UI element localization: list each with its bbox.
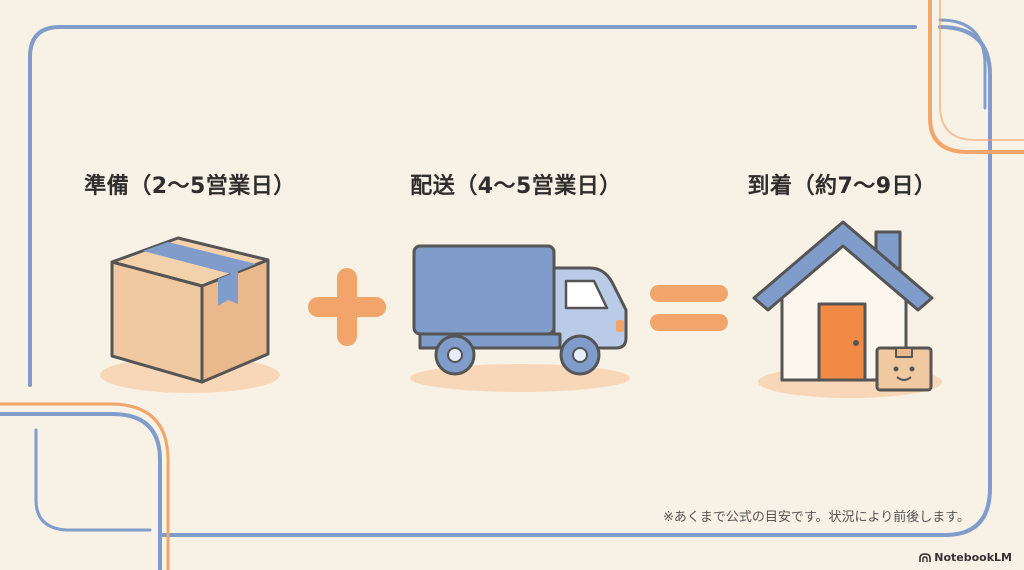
- frame-corner-orange-bottomleft: [0, 402, 170, 570]
- plus-icon: [308, 268, 386, 346]
- frame-right-line: [158, 25, 992, 537]
- box-icon: [100, 236, 280, 393]
- truck-cargo: [412, 244, 556, 336]
- house-icon: [752, 220, 942, 398]
- house-door-knob: [853, 340, 859, 346]
- box-tape-side: [218, 271, 238, 306]
- notebooklm-logo-icon: [919, 552, 932, 562]
- footnote: ※あくまで公式の目安です。状況により前後します。: [662, 510, 970, 525]
- frame-corner-orange-topright-inner: [939, 0, 1024, 141]
- frame-corner-blue-topright: [938, 18, 987, 110]
- smiling-box-icon: [875, 346, 933, 392]
- step-label-prep: 準備（2〜5営業日）: [84, 174, 296, 199]
- frame-corner-orange-topright-outer: [928, 0, 1024, 154]
- frame-main-line: [28, 25, 917, 387]
- frame-corner-blue-bottomleft: [0, 412, 162, 570]
- step-label-arrive: 到着（約7〜9日）: [747, 174, 937, 199]
- equals-icon: [650, 285, 728, 331]
- house-roof: [752, 220, 934, 312]
- truck-wheel-rear-hub: [447, 347, 463, 363]
- frame-corner-blue-bottomleft-inner: [34, 428, 152, 532]
- truck-wheel-front-hub: [572, 347, 588, 363]
- truck-window: [564, 279, 609, 310]
- brand-watermark: NotebookLM: [919, 551, 1012, 564]
- step-label-ship: 配送（4〜5営業日）: [410, 174, 622, 199]
- truck-icon: [410, 244, 630, 392]
- truck-headlight: [616, 320, 624, 332]
- box-tape-top: [143, 242, 256, 274]
- brand-name: NotebookLM: [934, 551, 1012, 564]
